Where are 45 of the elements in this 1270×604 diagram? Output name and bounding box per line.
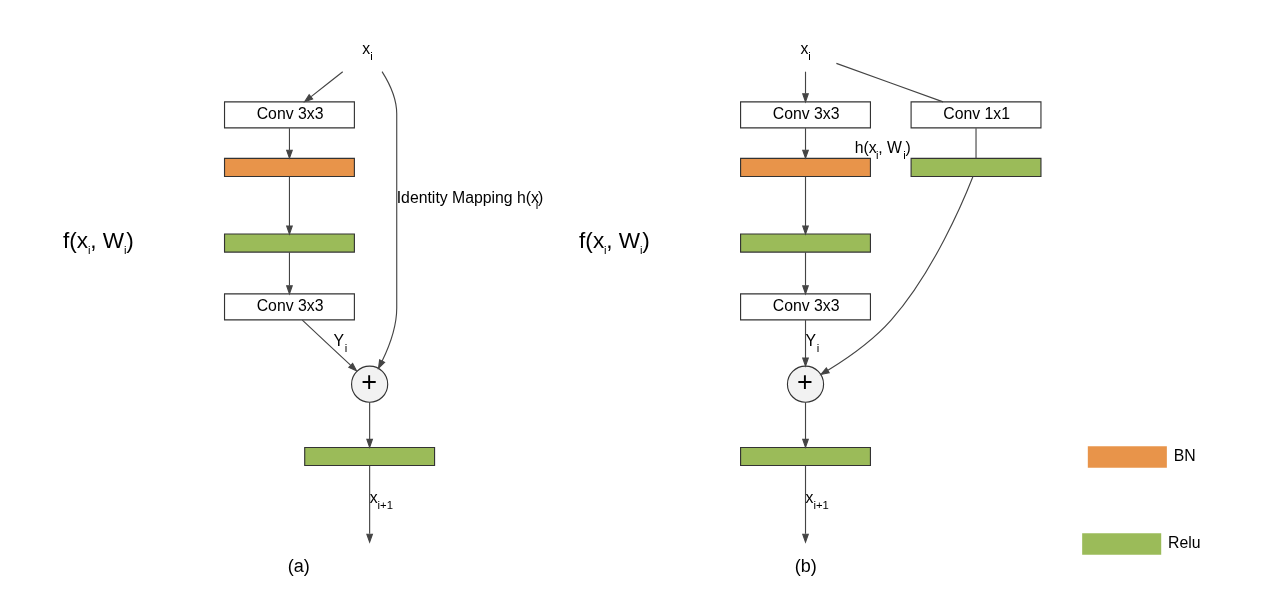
arrow	[285, 176, 294, 236]
edge-label: x$_{i+1}$	[805, 489, 829, 512]
legend-label: Relu	[1167, 534, 1201, 552]
node-bar	[910, 157, 1042, 177]
arrow	[819, 175, 974, 376]
node-box: Conv 1x1	[910, 101, 1042, 129]
node-text: x$_{i}$	[362, 40, 373, 63]
arrow	[801, 127, 810, 160]
arrow	[301, 319, 358, 372]
node-box: Conv 3x3	[223, 293, 355, 321]
label: (a)	[287, 555, 310, 576]
node-circle: +	[786, 365, 825, 403]
node-text: x$_{i}$	[800, 40, 811, 63]
node-bar	[740, 157, 871, 177]
arrow	[285, 127, 294, 160]
node-circle: +	[351, 365, 389, 403]
node-label: h(x$_{i}$, W$_{i}$)	[854, 138, 911, 161]
node-bar	[223, 233, 355, 253]
legend-label: BN	[1173, 447, 1196, 465]
node-box: Conv 3x3	[223, 101, 355, 129]
node-box: Conv 3x3	[740, 293, 871, 321]
arrow	[303, 71, 344, 103]
arrow	[801, 401, 810, 449]
arrow	[801, 319, 810, 368]
label: f(x$_{i}$, W$_{i}$)	[579, 227, 650, 256]
arrow	[285, 251, 294, 296]
arrow	[801, 465, 810, 544]
arrow	[801, 251, 810, 296]
node-bar	[740, 233, 871, 253]
edge-label: x$_{i+1}$	[369, 489, 393, 512]
node-bar	[223, 157, 355, 177]
arrow	[801, 176, 810, 236]
connector	[975, 127, 977, 159]
arrow	[801, 71, 810, 104]
label: f(x$_{i}$, W$_{i}$)	[63, 227, 134, 256]
arrow	[366, 401, 374, 449]
node-bar	[740, 446, 871, 467]
label: (b)	[794, 555, 817, 576]
node-bar	[304, 446, 436, 467]
connector	[835, 62, 944, 103]
arrow	[377, 71, 398, 370]
edge-label: Identity Mapping h(x$_{i}$)	[396, 188, 544, 211]
edge-label: Y$_{i}$	[805, 332, 820, 355]
node-box: Conv 3x3	[740, 101, 871, 129]
edge-label: Y$_{i}$	[333, 332, 348, 355]
